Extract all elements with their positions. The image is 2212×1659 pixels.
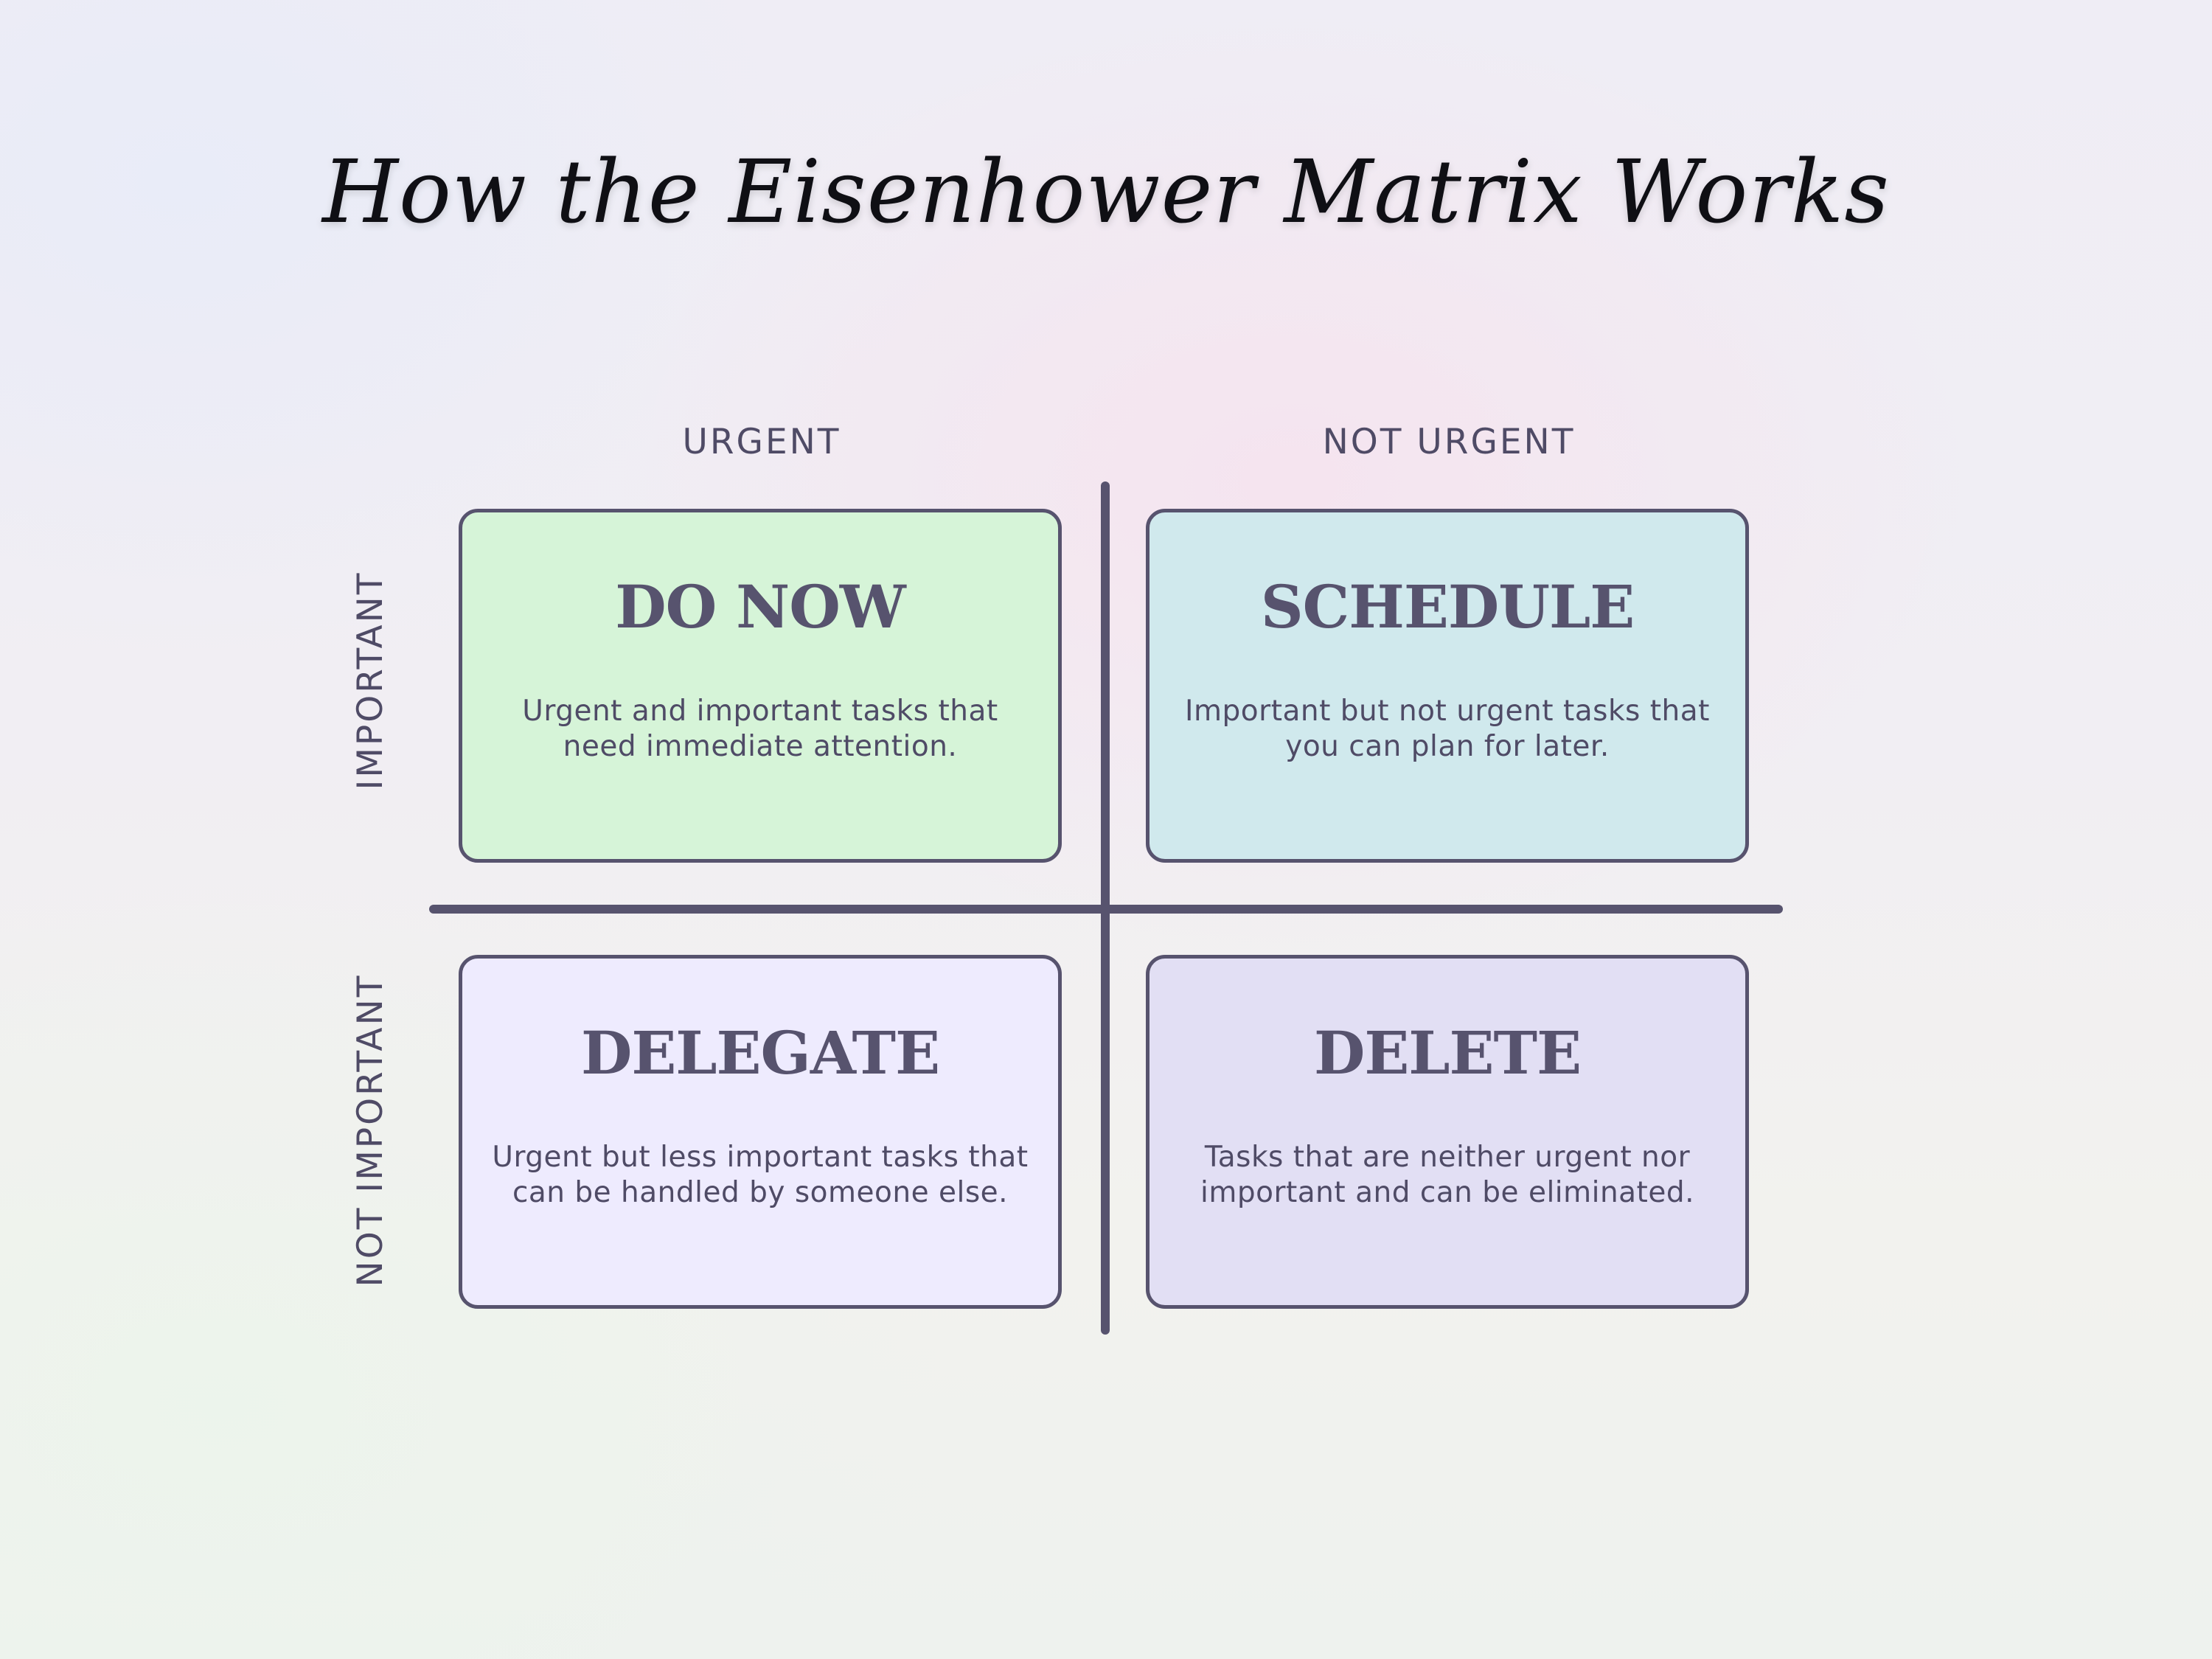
quadrant-title: DO NOW <box>615 572 906 641</box>
row-label-important: IMPORTANT <box>350 571 391 790</box>
quadrant-title: DELETE <box>1313 1018 1582 1088</box>
quadrant-description: Urgent and important tasks that need imm… <box>522 695 998 763</box>
quadrant-title: SCHEDULE <box>1260 572 1635 641</box>
quadrant-description: Tasks that are neither urgent nor import… <box>1200 1141 1694 1209</box>
quadrant-do-now: DO NOW Urgent and important tasks that n… <box>459 509 1062 863</box>
quadrant-description: Urgent but less important tasks that can… <box>492 1141 1029 1209</box>
row-label-not-important: NOT IMPORTANT <box>350 973 391 1287</box>
horizontal-axis-line <box>429 905 1783 914</box>
page-title: How the Eisenhower Matrix Works <box>322 141 1890 243</box>
quadrant-delete: DELETE Tasks that are neither urgent nor… <box>1146 955 1749 1309</box>
quadrant-schedule: SCHEDULE Important but not urgent tasks … <box>1146 509 1749 863</box>
quadrant-delegate: DELEGATE Urgent but less important tasks… <box>459 955 1062 1309</box>
column-label-urgent: URGENT <box>682 422 841 462</box>
column-label-not-urgent: NOT URGENT <box>1322 422 1576 462</box>
quadrant-title: DELEGATE <box>580 1018 940 1088</box>
quadrant-description: Important but not urgent tasks that you … <box>1185 695 1710 763</box>
